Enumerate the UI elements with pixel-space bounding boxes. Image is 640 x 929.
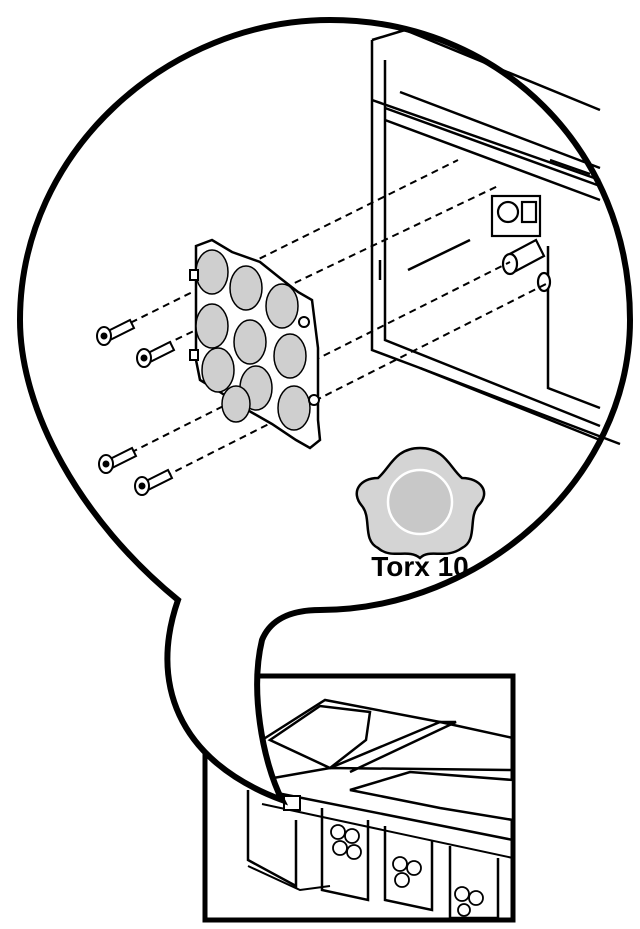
battery-cells <box>195 249 311 431</box>
inset-base <box>247 865 331 892</box>
inset-handle <box>267 704 372 770</box>
torx-bit-icon <box>355 446 486 560</box>
torx-center-circle <box>386 468 454 536</box>
device-enclosure <box>370 28 621 446</box>
callout-bubble <box>16 16 634 806</box>
inset-compartment-2 <box>383 826 434 912</box>
inset-compartment-1 <box>320 808 370 902</box>
inset-lid-plate <box>349 770 515 822</box>
inset-lid <box>261 766 514 782</box>
battery-connector <box>490 194 542 238</box>
inset-battery-cells-1 <box>330 824 362 860</box>
battery-pack <box>189 238 322 450</box>
inset-side-wall <box>246 790 298 889</box>
screw-top-right <box>136 340 176 368</box>
screws <box>96 318 176 496</box>
screw-bottom-left <box>98 446 138 474</box>
mounting-standoff-bottom <box>536 271 552 293</box>
screw-bottom-right <box>134 468 174 496</box>
inset-detail-view <box>202 673 516 923</box>
torx-label: Torx 10 <box>371 551 469 582</box>
mounting-standoff-top <box>501 238 546 276</box>
inset-device-top <box>261 698 514 742</box>
inset-front-rail <box>261 788 514 842</box>
inset-compartment-3 <box>448 846 500 920</box>
battery-tabs <box>189 269 320 406</box>
inset-battery-cells-3 <box>454 886 484 917</box>
screw-top-left <box>96 318 136 346</box>
inset-front-rail-2 <box>261 803 514 859</box>
inset-panel-edge <box>329 720 457 774</box>
inset-battery-cells-2 <box>392 856 422 888</box>
